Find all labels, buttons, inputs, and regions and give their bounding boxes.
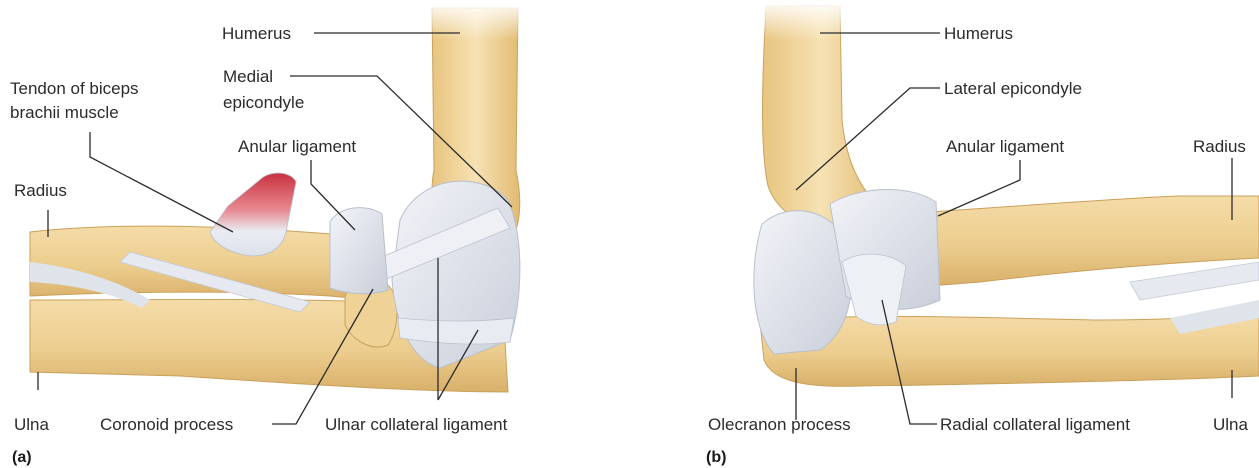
label-coronoid-process: Coronoid process (100, 415, 233, 434)
label-ulnar-collateral-ligament: Ulnar collateral ligament (325, 415, 508, 434)
label-radius-b: Radius (1193, 137, 1246, 156)
label-humerus-a: Humerus (222, 24, 291, 43)
label-anular-ligament-a: Anular ligament (238, 137, 356, 156)
label-radius-a: Radius (14, 181, 67, 200)
ulnar-collateral-band-a2 (398, 318, 514, 344)
panel-b-illustration (754, 0, 1259, 386)
label-radial-collateral-ligament: Radial collateral ligament (940, 415, 1130, 434)
label-medial-epicondyle-line1: Medial (223, 67, 273, 86)
radius-bone-a (30, 226, 372, 300)
leader-tendon-biceps (90, 132, 233, 232)
radial-collateral-ligament-shape-b (842, 254, 906, 325)
panel-label-b: (b) (706, 449, 726, 466)
interosseous-strip-b1 (1130, 262, 1259, 300)
label-tendon-biceps-line1: Tendon of biceps (10, 79, 139, 98)
label-humerus-b: Humerus (944, 24, 1013, 43)
label-medial-epicondyle-line2: epicondyle (223, 93, 304, 112)
label-ulna-b: Ulna (1213, 415, 1249, 434)
label-tendon-biceps-line2: brachii muscle (10, 103, 119, 122)
anular-ligament-shape-a (330, 208, 388, 294)
label-lateral-epicondyle: Lateral epicondyle (944, 79, 1082, 98)
label-anular-ligament-b: Anular ligament (946, 137, 1064, 156)
label-olecranon-process: Olecranon process (708, 415, 851, 434)
panel-a-illustration (30, 0, 525, 392)
label-ulna-a: Ulna (14, 415, 50, 434)
panel-label-a: (a) (12, 449, 32, 466)
